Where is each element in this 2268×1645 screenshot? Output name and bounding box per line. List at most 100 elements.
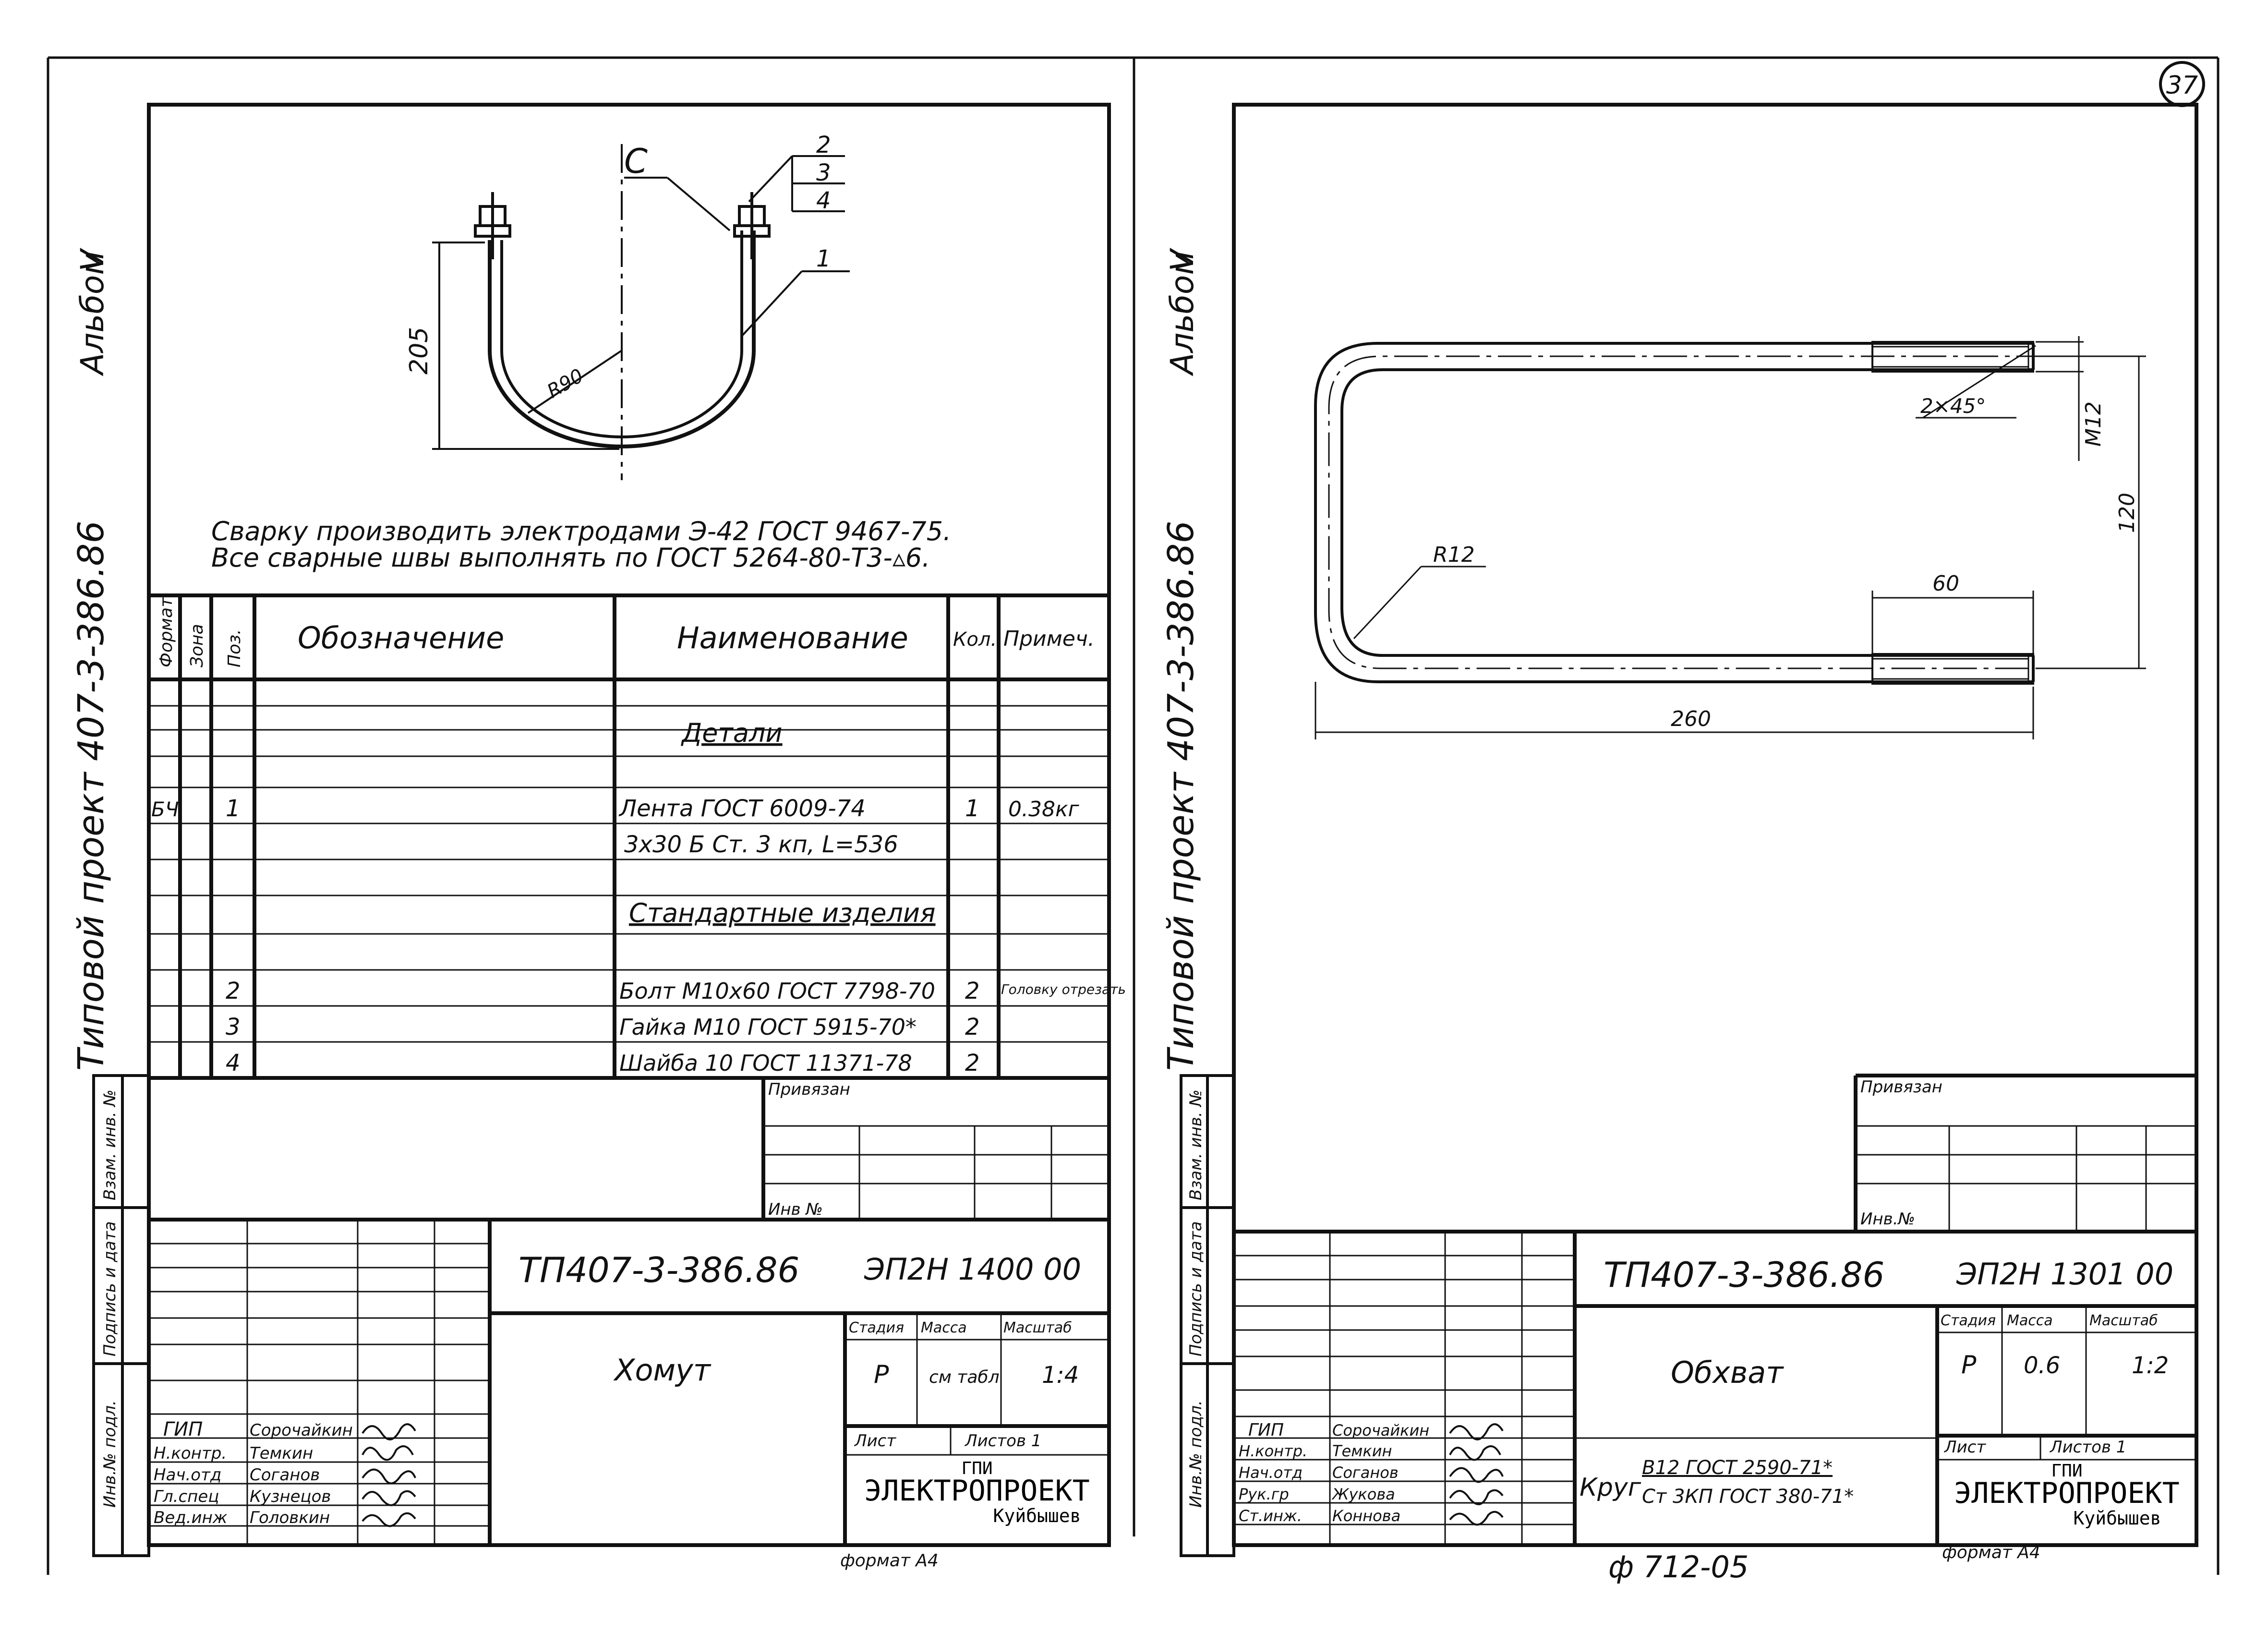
signature: [1449, 1423, 1504, 1440]
left-list-label: Лист: [854, 1431, 896, 1451]
left-stadia: Р: [874, 1360, 889, 1389]
left-massa-label: Масса: [921, 1319, 967, 1336]
row1-qty: 1: [965, 795, 980, 822]
signature: [362, 1423, 416, 1440]
clamp-inner: [500, 230, 743, 438]
right-signer-role: Рук.гр: [1239, 1485, 1289, 1503]
left-side-podpis: Подпись и дата: [100, 1221, 120, 1356]
hdr-qty: Кол.: [953, 629, 997, 651]
left-stadia-label: Стадия: [849, 1319, 904, 1336]
spec-row: 3х30 Б Ст. 3 кп, L=536: [624, 831, 898, 858]
u-bolt-drawing: М12 2×45° 120 60 260 R12: [1314, 336, 2146, 739]
left-signer-name: Соганов: [250, 1465, 320, 1485]
right-signer-name: Сорочайкин: [1332, 1421, 1429, 1439]
right-doc-code: ТП407-3-386.86: [1604, 1255, 1884, 1295]
hdr-zone: Зона: [187, 624, 207, 667]
right-material-bottom: Ст 3КП ГОСТ 380-71*: [1642, 1486, 1854, 1508]
left-album-number: V: [74, 248, 111, 271]
left-format-label: формат А4: [840, 1551, 939, 1571]
right-massa: 0.6: [2024, 1352, 2060, 1379]
dim-length: 260: [1671, 707, 1711, 731]
spec-table: Формат Зона Поз. Обозначение Наименовани…: [149, 593, 1126, 1080]
hdr-format: Формат: [157, 597, 176, 667]
label-1: 1: [816, 245, 831, 272]
left-org-3: Куйбышев: [993, 1505, 1081, 1526]
row3-note: Головку отрезать: [1001, 981, 1126, 997]
section-parts: Детали: [681, 718, 783, 748]
spec-row: 2 Болт М10х60 ГОСТ 7798-70 2 Головку отр…: [226, 978, 1126, 1004]
hdr-designation: Обозначение: [298, 620, 504, 655]
right-org-2: ЭЛЕКТРОПРОЕКТ: [1954, 1476, 2180, 1510]
left-privyazan: Привязан: [768, 1080, 850, 1099]
spec-row: БЧ 1 Лента ГОСТ 6009-74 1 0.38кг: [151, 795, 1080, 822]
welding-note-1: Сварку производить электродами Э-42 ГОСТ…: [211, 516, 951, 546]
row3-name: Болт М10х60 ГОСТ 7798-70: [619, 978, 935, 1004]
row1-note: 0.38кг: [1008, 797, 1080, 822]
right-org-1: ГПИ: [2051, 1461, 2082, 1481]
right-listov-label: Листов 1: [2049, 1438, 2126, 1457]
signature: [1449, 1489, 1504, 1505]
left-frame: [147, 103, 1111, 1547]
left-massa: см табл: [929, 1367, 1000, 1387]
left-signer-role: Нач.отд: [154, 1465, 221, 1485]
left-title: Хомут: [613, 1353, 712, 1388]
row3-pos: 2: [226, 978, 241, 1004]
bottom-note: ф 712-05: [1608, 1549, 1749, 1585]
signature: [1449, 1445, 1501, 1461]
left-org-2: ЭЛЕКТРОПРОЕКТ: [864, 1474, 1090, 1508]
left-privyazan-block: Привязан Инв №: [761, 1078, 1109, 1220]
right-signer-name: Жукова: [1331, 1485, 1395, 1503]
dim-thread: М12: [2081, 401, 2106, 447]
signature: [362, 1468, 416, 1485]
left-doc-number: ЭП2Н 1400 00: [864, 1252, 1081, 1287]
right-material-top: В12 ГОСТ 2590-71*: [1642, 1457, 1833, 1479]
dim-thread-length: 60: [1932, 571, 1959, 596]
right-album-number: V: [1164, 248, 1201, 271]
signature: [1449, 1467, 1504, 1483]
row2-name: 3х30 Б Ст. 3 кп, L=536: [624, 831, 898, 858]
right-privyazan: Привязан: [1860, 1077, 1942, 1097]
row4-name: Гайка М10 ГОСТ 5915-70*: [619, 1014, 917, 1040]
sheet-edges: [47, 56, 2220, 1575]
right-title: Обхват: [1671, 1355, 1784, 1390]
left-signer-name: Сорочайкин: [250, 1421, 353, 1440]
page-number-badge: 37: [2159, 61, 2205, 107]
right-signer-role: Н.контр.: [1239, 1442, 1307, 1460]
right-inv-no: Инв.№: [1860, 1210, 1915, 1229]
dim-radius: R90: [543, 364, 587, 402]
label-2: 2: [816, 132, 831, 158]
right-signer-role: Нач.отд: [1239, 1464, 1303, 1482]
right-signer-role: ГИП: [1248, 1420, 1284, 1440]
page-number: 37: [2166, 71, 2198, 100]
right-stadia: Р: [1961, 1351, 1977, 1379]
left-clamp-drawing: 205 R90 С 2 3 4 1: [405, 132, 850, 480]
left-signer-name: Кузнецов: [250, 1487, 331, 1506]
left-signer-role: Н.контр.: [154, 1444, 227, 1463]
right-privyazan-block: Привязан Инв.№: [1854, 1074, 2196, 1232]
left-project-side: Типовой проект 407-3-386.86: [71, 520, 112, 1071]
left-side-inv-podl: Инв.№ подл.: [100, 1400, 120, 1508]
signature: [1449, 1511, 1504, 1526]
right-stadia-label: Стадия: [1941, 1312, 1996, 1329]
row4-qty: 2: [965, 1014, 980, 1040]
row3-qty: 2: [965, 978, 980, 1004]
right-frame: [1232, 103, 2198, 1547]
right-album-label: Альбом: [1164, 251, 1201, 376]
right-signer-name: Темкин: [1332, 1442, 1392, 1460]
spec-row: 4 Шайба 10 ГОСТ 11371-78 2: [226, 1050, 980, 1077]
hdr-pos: Поз.: [225, 629, 244, 667]
right-material-prefix: Круг: [1580, 1473, 1641, 1502]
left-signer-name: Головкин: [250, 1508, 330, 1527]
left-title-block: ГИП Сорочайкин Н.контр. Темкин Нач.отд С…: [149, 1218, 1109, 1545]
right-side-podpis: Подпись и дата: [1186, 1221, 1206, 1356]
hdr-note: Примеч.: [1003, 627, 1095, 651]
dim-height: 120: [2115, 493, 2139, 533]
dim-radius: R12: [1433, 543, 1475, 567]
right-massa-label: Масса: [2007, 1312, 2053, 1329]
welding-note-2: Все сварные швы выполнять по ГОСТ 5264-8…: [211, 543, 930, 573]
left-side-vzam: Взам. инв. №: [100, 1089, 120, 1200]
right-signer-name: Коннова: [1332, 1507, 1400, 1525]
signature: [362, 1445, 414, 1461]
label-c: С: [624, 142, 648, 181]
section-std: Стандартные изделия: [629, 898, 936, 928]
